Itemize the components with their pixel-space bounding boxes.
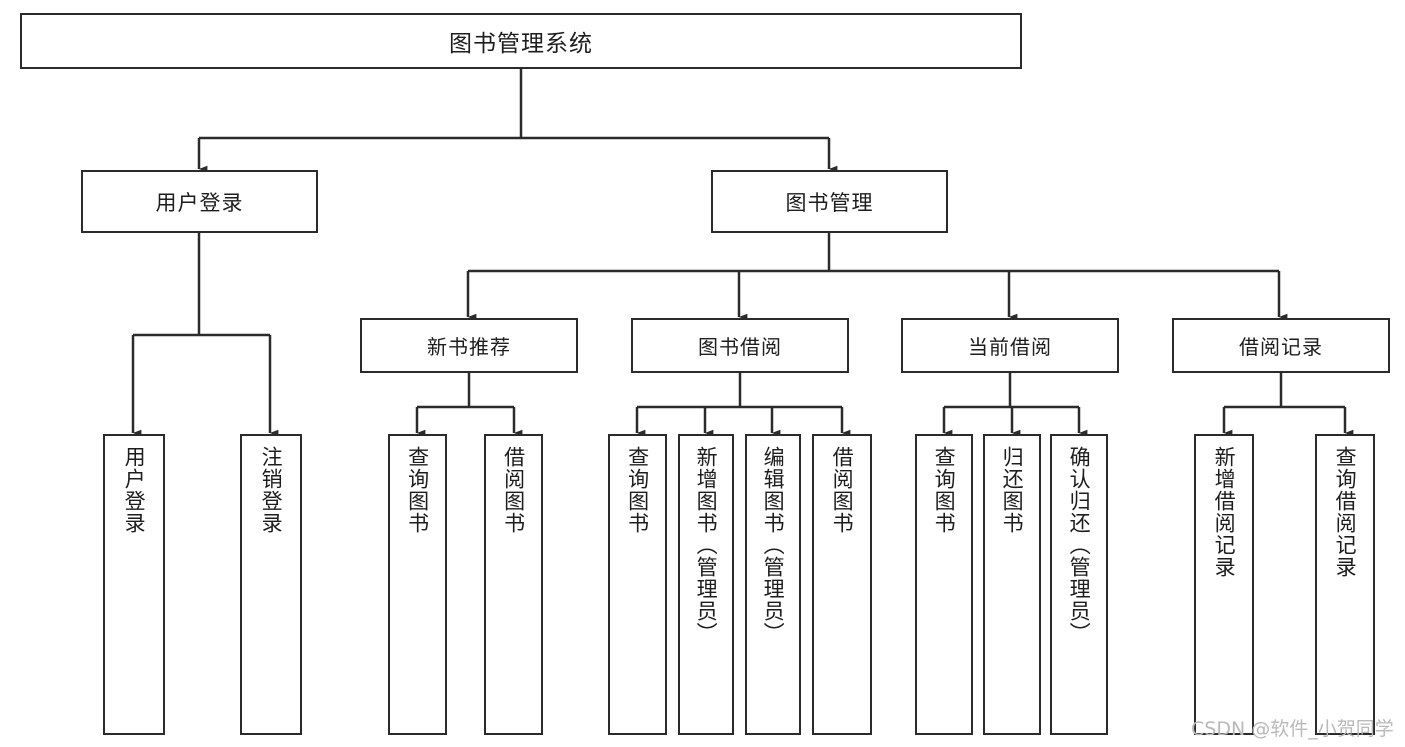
node-leaf-add-book[interactable]: 新增图书（管理员） [678, 434, 734, 735]
node-label: 查询借阅记录 [1333, 446, 1358, 578]
node-root[interactable]: 图书管理系统 [20, 13, 1022, 69]
node-new-book-recommend[interactable]: 新书推荐 [360, 318, 578, 373]
node-label: 借阅图书 [501, 446, 526, 534]
node-leaf-query-record[interactable]: 查询借阅记录 [1315, 434, 1375, 735]
node-leaf-add-record[interactable]: 新增借阅记录 [1194, 434, 1254, 735]
node-label: 当前借阅 [968, 335, 1052, 359]
node-leaf-query-book-3[interactable]: 查询图书 [915, 434, 973, 735]
node-label: 新增借阅记录 [1212, 446, 1237, 578]
node-leaf-return-book[interactable]: 归还图书 [983, 434, 1041, 735]
node-label: 编辑图书（管理员） [761, 446, 786, 644]
node-label: 查询图书 [625, 446, 650, 534]
node-label: 查询图书 [932, 446, 957, 534]
node-label: 确认归还（管理员） [1067, 446, 1092, 644]
node-leaf-query-book-1[interactable]: 查询图书 [388, 434, 447, 735]
node-leaf-user-login[interactable]: 用户登录 [103, 434, 165, 735]
node-label: 注销登录 [259, 446, 284, 534]
node-label: 借阅记录 [1239, 335, 1323, 359]
node-label: 图书借阅 [698, 335, 782, 359]
node-leaf-borrow-book-2[interactable]: 借阅图书 [812, 434, 872, 735]
node-leaf-logout[interactable]: 注销登录 [240, 434, 302, 735]
node-label: 新书推荐 [427, 335, 511, 359]
node-label: 归还图书 [1000, 446, 1025, 534]
node-borrow-record[interactable]: 借阅记录 [1172, 318, 1390, 373]
node-book-borrow[interactable]: 图书借阅 [631, 318, 849, 373]
node-label: 查询图书 [405, 446, 430, 534]
node-label: 用户登录 [122, 446, 147, 534]
node-user-login[interactable]: 用户登录 [81, 170, 318, 233]
node-leaf-confirm-return[interactable]: 确认归还（管理员） [1050, 434, 1108, 735]
node-leaf-borrow-book-1[interactable]: 借阅图书 [484, 434, 543, 735]
node-leaf-query-book-2[interactable]: 查询图书 [608, 434, 667, 735]
node-label: 新增图书（管理员） [694, 446, 719, 644]
node-label: 用户登录 [155, 190, 244, 215]
node-label: 借阅图书 [830, 446, 855, 534]
node-leaf-edit-book[interactable]: 编辑图书（管理员） [745, 434, 801, 735]
node-label: 图书管理 [785, 190, 874, 215]
node-book-manage[interactable]: 图书管理 [711, 170, 948, 233]
node-current-borrow[interactable]: 当前借阅 [901, 318, 1119, 373]
node-label: 图书管理系统 [449, 31, 593, 57]
watermark: CSDN @软件_小贺同学 [1191, 718, 1394, 740]
